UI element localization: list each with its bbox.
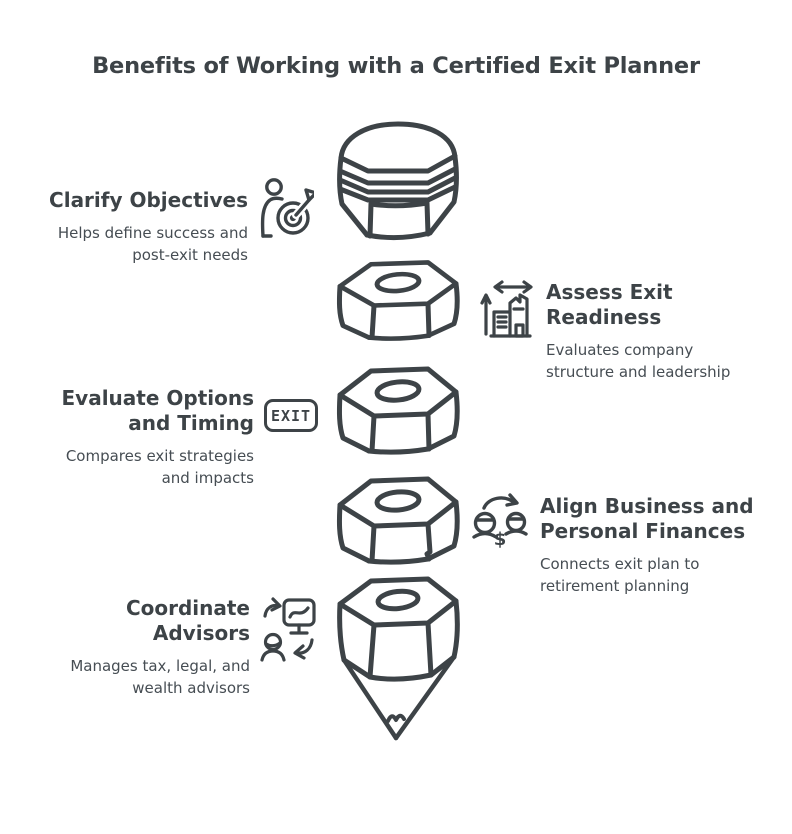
dollar-glyph: $ bbox=[494, 529, 507, 550]
item-title: Align Business and Personal Finances bbox=[540, 494, 754, 543]
item-title: Assess Exit Readiness bbox=[546, 280, 673, 329]
pencil-eraser-segment bbox=[337, 121, 459, 241]
infographic-title: Benefits of Working with a Certified Exi… bbox=[92, 53, 700, 79]
benefit-item-coordinate-advisors: Coordinate Advisors Manages tax, legal, … bbox=[70, 596, 318, 699]
pencil-segment bbox=[336, 476, 460, 565]
item-title: Evaluate Options and Timing bbox=[61, 386, 255, 435]
benefit-item-evaluate-options: Evaluate Options and Timing Compares exi… bbox=[61, 386, 318, 489]
item-title: Clarify Objectives bbox=[49, 188, 248, 212]
building-measure-icon bbox=[478, 278, 536, 383]
person-target-icon bbox=[258, 178, 314, 266]
item-description: Connects exit plan to retirement plannin… bbox=[540, 555, 700, 595]
advisor-coordination-icon bbox=[260, 596, 318, 699]
pencil-segment bbox=[336, 260, 460, 341]
item-description: Evaluates company structure and leadersh… bbox=[546, 341, 731, 381]
exit-sign-label: EXIT bbox=[270, 406, 312, 425]
pencil-tip-segment bbox=[337, 576, 460, 741]
pencil-graphic bbox=[336, 120, 460, 750]
pencil-segment bbox=[336, 366, 460, 455]
item-description: Manages tax, legal, and wealth advisors bbox=[70, 657, 250, 697]
money-transfer-icon: $ bbox=[472, 492, 530, 597]
item-description: Helps define success and post-exit needs bbox=[57, 224, 248, 264]
benefit-item-align-finances: $ Align Business and Personal Finances C… bbox=[472, 490, 754, 597]
exit-sign-icon: EXIT bbox=[264, 399, 318, 489]
benefit-item-assess-exit-readiness: Assess Exit Readiness Evaluates company … bbox=[478, 276, 730, 383]
benefit-item-clarify-objectives: Clarify Objectives Helps define success … bbox=[49, 178, 314, 266]
item-title: Coordinate Advisors bbox=[125, 596, 250, 645]
item-description: Compares exit strategies and impacts bbox=[65, 447, 254, 487]
